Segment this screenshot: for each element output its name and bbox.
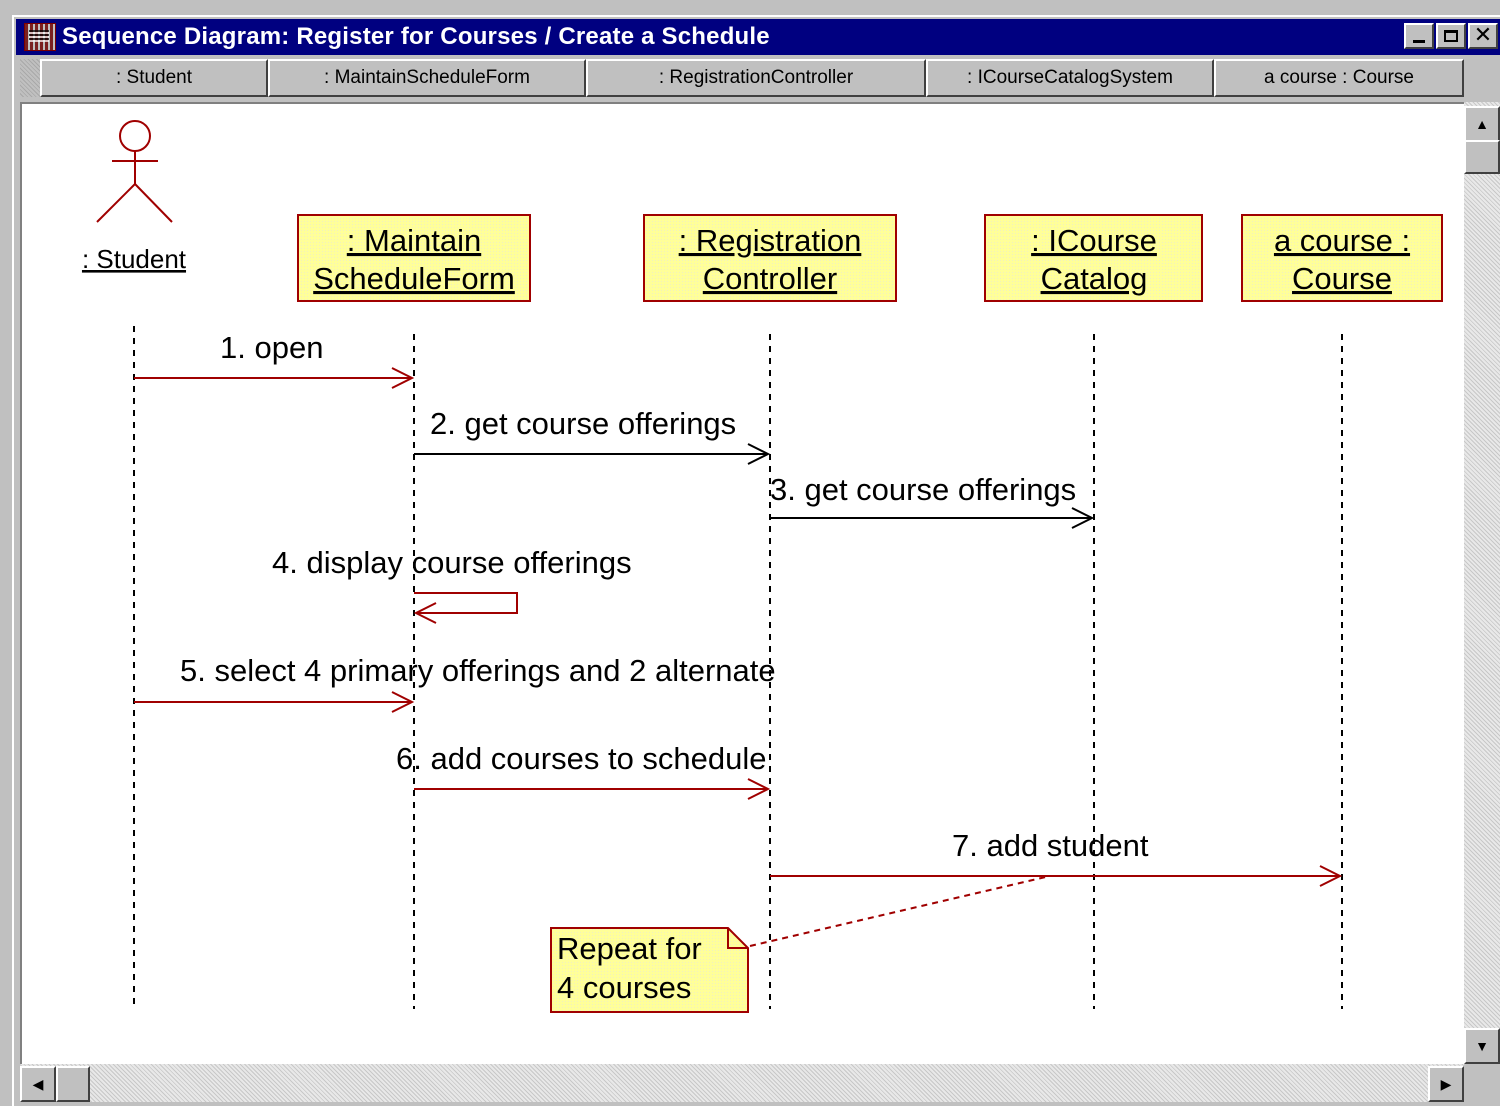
actor-student[interactable] [96,120,173,223]
header-registrationcontroller[interactable]: : RegistrationController [586,59,926,97]
object-label: Controller [703,261,837,296]
object-label: Course [1292,261,1392,296]
minimize-button[interactable] [1404,23,1434,49]
object-icoursecatalog[interactable]: : ICourse Catalog [984,214,1203,302]
message-label: 3. get course offerings [770,472,1076,507]
vertical-scrollbar[interactable]: ▲ ▼ [1464,102,1500,1064]
lifeline-header-bar: : Student : MaintainScheduleForm : Regis… [20,59,1492,99]
message-4[interactable] [413,592,518,624]
object-label: : Maintain [347,223,481,258]
message-6[interactable] [414,778,771,800]
scroll-left-button[interactable]: ◀ [20,1066,56,1102]
scroll-up-button[interactable]: ▲ [1464,106,1500,142]
message-label: 4. display course offerings [272,545,632,580]
message-7[interactable] [770,865,1343,887]
window-title: Sequence Diagram: Register for Courses /… [62,23,770,50]
header-student[interactable]: : Student [40,59,268,97]
note-repeat[interactable]: Repeat for 4 courses [550,927,749,1013]
message-label: 6. add courses to schedule [396,741,767,776]
scroll-left-icon: ◀ [32,1075,44,1092]
close-button[interactable]: ✕ [1468,23,1498,49]
close-icon: ✕ [1473,23,1493,48]
maximize-button[interactable] [1436,23,1466,49]
diagram-canvas[interactable]: : Student : Maintain ScheduleForm : Regi… [20,102,1464,1064]
scroll-right-icon: ▶ [1440,1075,1452,1092]
object-registrationcontroller[interactable]: : Registration Controller [643,214,897,302]
minimize-icon [1413,39,1425,43]
message-1[interactable] [134,367,415,389]
message-label: 1. open [220,330,323,365]
note-label: 4 courses [557,970,691,1005]
lifelines [133,326,1343,1009]
object-label: a course : [1274,223,1410,258]
object-label: ScheduleForm [313,261,515,296]
message-label: 2. get course offerings [430,406,736,441]
message-2[interactable] [414,443,771,465]
scroll-up-icon: ▲ [1475,116,1489,132]
message-3[interactable] [770,507,1095,529]
sequence-diagram-icon[interactable] [24,23,56,51]
object-course[interactable]: a course : Course [1241,214,1443,302]
note-anchor-line [749,875,1051,947]
note-label: Repeat for [557,931,702,966]
horizontal-scrollbar[interactable]: ◀ ▶ [20,1064,1464,1102]
actor-label: : Student [82,244,187,274]
object-maintainscheduleform[interactable]: : Maintain ScheduleForm [297,214,531,302]
header-icoursecatalogsystem[interactable]: : ICourseCatalogSystem [926,59,1214,97]
scroll-right-button[interactable]: ▶ [1428,1066,1464,1102]
maximize-icon [1444,30,1458,42]
scrollbar-corner [1464,1064,1500,1102]
message-5[interactable] [134,691,415,713]
vertical-scroll-thumb[interactable] [1464,140,1500,174]
horizontal-scroll-thumb[interactable] [56,1066,90,1102]
header-maintainscheduleform[interactable]: : MaintainScheduleForm [268,59,586,97]
message-label: 5. select 4 primary offerings and 2 alte… [180,653,776,688]
object-label: Catalog [1041,261,1148,296]
object-label: : ICourse [1031,223,1157,258]
title-bar[interactable]: Sequence Diagram: Register for Courses /… [16,19,1500,55]
scroll-down-button[interactable]: ▼ [1464,1028,1500,1064]
message-label: 7. add student [952,828,1149,863]
scroll-down-icon: ▼ [1475,1038,1489,1054]
sequence-diagram: : Student : Maintain ScheduleForm : Regi… [82,120,1443,1013]
header-course[interactable]: a course : Course [1214,59,1464,97]
object-label: : Registration [679,223,862,258]
